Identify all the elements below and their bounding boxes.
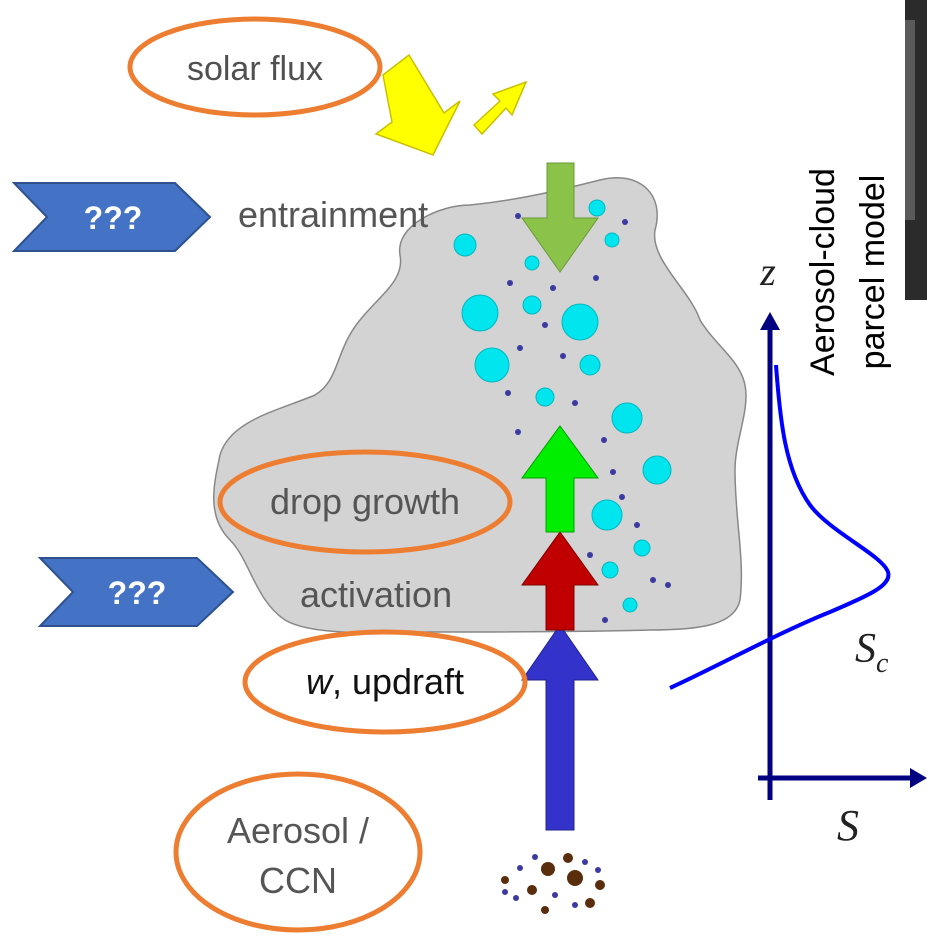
drop-growth-ellipse (217, 449, 513, 555)
droplet (535, 387, 555, 407)
chevron-entrainment-label: ??? (84, 200, 143, 236)
z-axis-arrowhead (760, 312, 780, 330)
solar-flux-reflected-arrow (472, 80, 528, 136)
sc-label: Sc (855, 626, 889, 679)
droplet (579, 354, 601, 376)
droplet (604, 232, 620, 248)
droplet (642, 455, 672, 485)
aerosol-particles (501, 853, 605, 914)
entrainment-arrow (521, 162, 599, 273)
s-axis-label: S (837, 801, 859, 850)
drop-growth-label: drop growth (270, 481, 460, 522)
chevron-activation (37, 557, 235, 627)
cloud-aerosol-dots (505, 213, 671, 623)
updraft-ellipse (242, 629, 528, 735)
model-title-line1: Aerosol-cloud (804, 168, 842, 376)
drop-growth-arrow (521, 425, 599, 533)
updraft-w: w (306, 661, 334, 702)
droplet (461, 294, 499, 332)
z-axis-label: z (759, 249, 776, 294)
activation-label: activation (300, 574, 452, 615)
updraft-label: w, updraft (306, 661, 464, 702)
sc-label-main: S (855, 626, 876, 672)
updraft-text: , updraft (332, 661, 464, 702)
droplet (591, 499, 623, 531)
droplet (622, 597, 638, 613)
aerosol-label-line2: CCN (259, 860, 337, 901)
supersaturation-curve (669, 364, 891, 690)
droplet (474, 347, 510, 383)
aerosol-ellipse (173, 771, 423, 933)
solar-flux-label: solar flux (187, 50, 323, 88)
solar-flux-incoming-arrow (374, 53, 461, 156)
droplet (601, 561, 619, 579)
droplet (453, 233, 477, 257)
droplet (522, 295, 542, 315)
model-title-line2: parcel model (854, 175, 892, 370)
droplet (588, 199, 606, 217)
updraft-arrow (521, 624, 599, 831)
dark-side-bar-highlight (905, 20, 915, 220)
solar-flux-ellipse (127, 16, 383, 118)
cloud-droplets (453, 199, 672, 613)
s-axis-arrowhead (910, 768, 927, 788)
droplet (561, 303, 599, 341)
droplet (611, 402, 643, 434)
entrainment-label: entrainment (238, 194, 428, 235)
cloud-shape (213, 177, 747, 634)
droplet (524, 255, 540, 271)
droplet (633, 539, 651, 557)
aerosol-label-line1: Aerosol / (227, 810, 369, 851)
sc-label-sub: c (876, 648, 889, 679)
chevron-activation-label: ??? (108, 575, 167, 611)
activation-arrow (521, 531, 599, 631)
chevron-entrainment (11, 182, 212, 252)
